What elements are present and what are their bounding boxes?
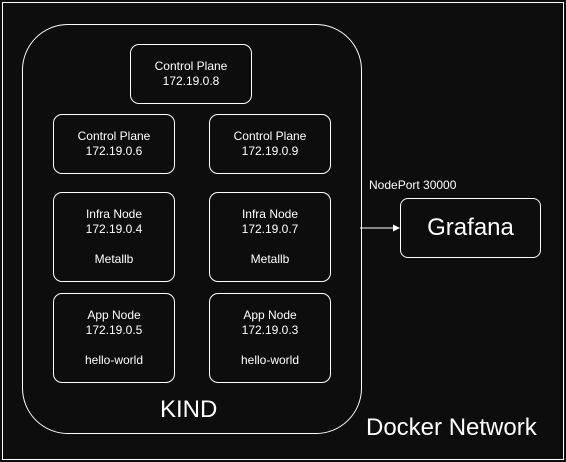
- node-app-1: App Node 172.19.0.5 hello-world: [53, 293, 175, 383]
- node-infra-1: Infra Node 172.19.0.4 Metallb: [53, 192, 175, 282]
- grafana-service: Grafana: [400, 198, 541, 258]
- node-control-plane-1: Control Plane 172.19.0.8: [130, 44, 252, 104]
- node-ip: 172.19.0.4: [85, 222, 143, 236]
- node-role: Control Plane: [233, 129, 307, 143]
- node-app-2: App Node 172.19.0.3 hello-world: [209, 293, 331, 383]
- node-ip: 172.19.0.3: [241, 323, 299, 337]
- node-ip: 172.19.0.7: [241, 222, 299, 236]
- node-role: Infra Node: [85, 207, 143, 221]
- node-workload: hello-world: [240, 353, 300, 367]
- grafana-label: Grafana: [427, 214, 514, 241]
- node-infra-2: Infra Node 172.19.0.7 Metallb: [209, 192, 331, 282]
- arrow-to-grafana: [360, 224, 400, 232]
- connection-label: NodePort 30000: [369, 178, 457, 192]
- node-ip: 172.19.0.5: [85, 323, 143, 337]
- node-ip: 172.19.0.8: [162, 74, 220, 88]
- node-ip: 172.19.0.9: [241, 144, 299, 158]
- network-label: Docker Network: [366, 414, 537, 441]
- node-role: Control Plane: [154, 59, 228, 73]
- node-ip: 172.19.0.6: [85, 144, 143, 158]
- node-role: Control Plane: [77, 129, 151, 143]
- node-workload: Metallb: [94, 252, 134, 266]
- node-control-plane-3: Control Plane 172.19.0.9: [209, 114, 331, 174]
- cluster-label: KIND: [160, 396, 218, 423]
- node-role: Infra Node: [241, 207, 299, 221]
- node-workload: hello-world: [84, 353, 144, 367]
- node-role: App Node: [243, 308, 297, 322]
- node-role: App Node: [87, 308, 141, 322]
- node-workload: Metallb: [250, 252, 290, 266]
- node-control-plane-2: Control Plane 172.19.0.6: [53, 114, 175, 174]
- arrow-head-icon: [393, 224, 400, 232]
